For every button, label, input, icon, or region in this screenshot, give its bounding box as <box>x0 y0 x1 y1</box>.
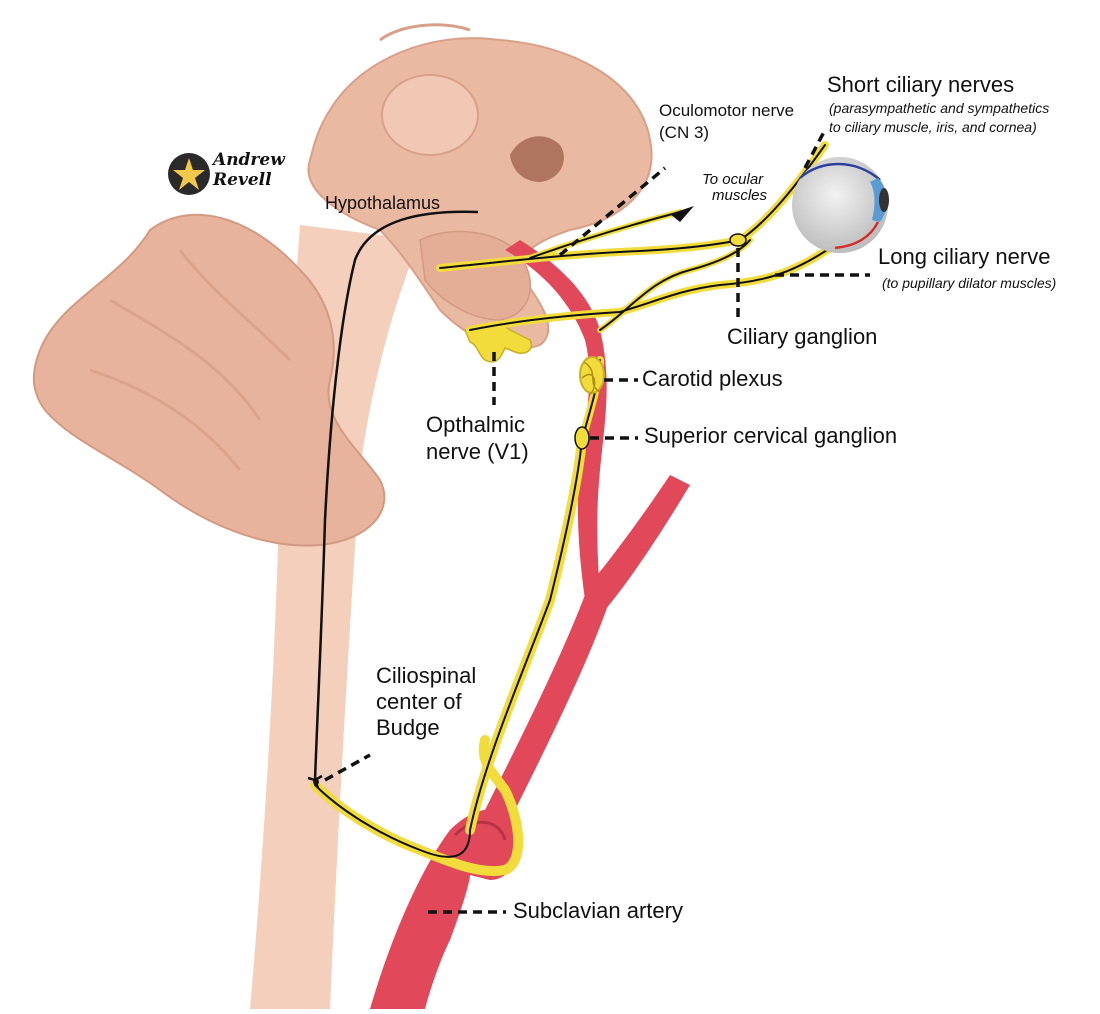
label-carotid-plexus: Carotid plexus <box>642 366 783 391</box>
label-hypothalamus: Hypothalamus <box>325 193 441 213</box>
label-ophthalmic-line2: nerve (V1) <box>426 439 529 464</box>
cerebellum <box>32 213 386 547</box>
subclavian-artery <box>370 809 522 1009</box>
external-carotid-artery <box>585 475 690 610</box>
label-superior-cervical-ganglion: Superior cervical ganglion <box>644 423 898 448</box>
label-ciliospinal-line3: Budge <box>376 715 440 740</box>
label-long-ciliary-sub: (to pupillary dilator muscles) <box>882 275 1057 291</box>
label-short-ciliary-title: Short ciliary nerves <box>827 72 1015 97</box>
common-carotid-artery <box>480 595 608 830</box>
label-oculomotor-line1: Oculomotor nerve <box>659 101 795 120</box>
label-ciliospinal-line1: Ciliospinal <box>376 663 477 688</box>
logo: Andrew Revell <box>165 148 290 198</box>
label-to-ocular-line2: muscles <box>712 187 768 204</box>
star-badge-icon <box>168 153 210 195</box>
logo-text: Andrew Revell <box>213 150 285 190</box>
label-short-ciliary-sub2: to ciliary muscle, iris, and cornea) <box>829 119 1037 135</box>
label-ciliospinal-line2: center of <box>376 689 462 714</box>
label-short-ciliary-sub1: (parasympathetic and sympathetics <box>829 100 1050 116</box>
label-ophthalmic-line1: Opthalmic <box>426 412 526 437</box>
label-to-ocular-line1: To ocular <box>702 171 764 188</box>
ciliary-ganglion-knot <box>729 233 747 247</box>
label-ciliary-ganglion: Ciliary ganglion <box>727 324 878 349</box>
internal-carotid-artery <box>505 240 607 600</box>
eye <box>792 157 889 253</box>
label-subclavian-artery: Subclavian artery <box>513 898 683 923</box>
label-long-ciliary-title: Long ciliary nerve <box>878 244 1051 269</box>
label-oculomotor-line2: (CN 3) <box>659 123 710 142</box>
superior-cervical-ganglion-knot <box>574 426 590 450</box>
